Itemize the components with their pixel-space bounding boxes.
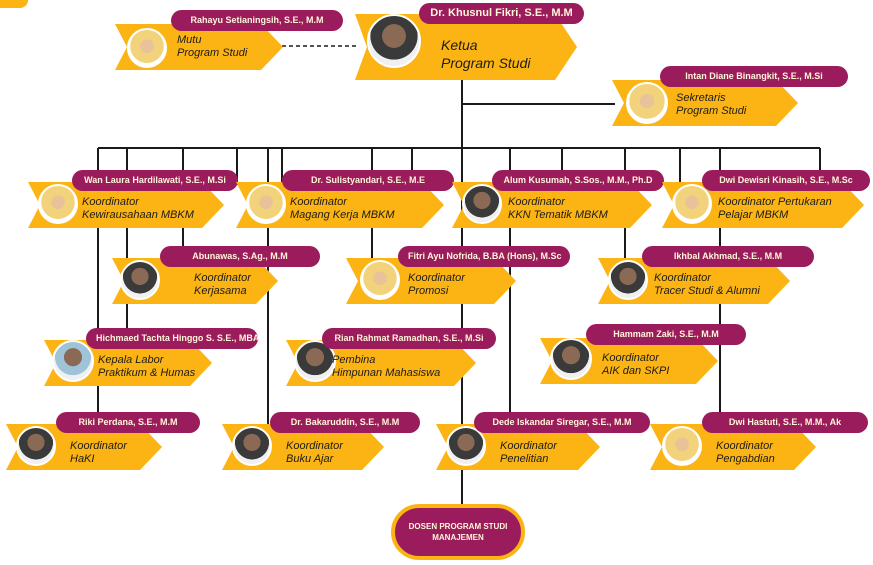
photo-promosi (360, 260, 400, 300)
photo-tracer (608, 260, 648, 300)
name-kerjasama: Abunawas, S.Ag., M.M (160, 246, 320, 267)
node-kkn: Alum Kusumah, S.Sos., M.M., Ph.D Koordin… (452, 170, 666, 232)
node-kewirausahaan: Wan Laura Hardilawati, S.E., M.Si Koordi… (28, 170, 240, 232)
photo-labor (52, 340, 94, 382)
photo-kerjasama (120, 260, 160, 300)
name-sekretaris: Intan Diane Binangkit, S.E., M.Si (660, 66, 848, 87)
node-pertukaran: Dwi Dewisri Kinasih, S.E., M.Sc Koordina… (662, 170, 872, 232)
name-magang: Dr. Sulistyandari, S.E., M.E (282, 170, 454, 191)
node-penelitian: Dede Iskandar Siregar, S.E., M.M Koordin… (436, 412, 652, 474)
photo-penelitian (446, 426, 486, 466)
name-mutu: Rahayu Setianingsih, S.E., M.M (171, 10, 343, 31)
name-bukuajar: Dr. Bakaruddin, S.E., M.M (270, 412, 420, 433)
name-pertukaran: Dwi Dewisri Kinasih, S.E., M.Sc (702, 170, 870, 191)
photo-kewirausahaan (38, 184, 78, 224)
name-promosi: Fitri Ayu Nofrida, B.BA (Hons), M.Sc (398, 246, 570, 267)
photo-haki (16, 426, 56, 466)
photo-sekretaris (626, 82, 668, 124)
photo-magang (246, 184, 286, 224)
name-aik: Hammam Zaki, S.E., M.M (586, 324, 746, 345)
photo-pengabdian (662, 426, 702, 466)
photo-kkn (462, 184, 502, 224)
photo-ketua (367, 14, 421, 68)
node-labor: Hichmaed Tachta Hinggo S. S.E., MBA Kepa… (44, 328, 259, 390)
photo-pertukaran (672, 184, 712, 224)
name-kewirausahaan: Wan Laura Hardilawati, S.E., M.Si (72, 170, 238, 191)
node-magang: Dr. Sulistyandari, S.E., M.E Koordinator… (236, 170, 456, 232)
name-labor: Hichmaed Tachta Hinggo S. S.E., MBA (86, 328, 259, 349)
name-kkn: Alum Kusumah, S.Sos., M.M., Ph.D (492, 170, 664, 191)
node-himpunan: Rian Rahmat Ramadhan, S.E., M.Si Pembina… (286, 328, 498, 390)
dosen-program-studi-badge: DOSEN PROGRAM STUDI MANAJEMEN (391, 504, 525, 560)
name-pengabdian: Dwi Hastuti, S.E., M.M., Ak (702, 412, 868, 433)
name-penelitian: Dede Iskandar Siregar, S.E., M.M (474, 412, 650, 433)
logo-corner (0, 0, 28, 8)
name-ketua: Dr. Khusnul Fikri, S.E., M.M (419, 3, 584, 24)
name-himpunan: Rian Rahmat Ramadhan, S.E., M.Si (322, 328, 496, 349)
node-sekretaris: Intan Diane Binangkit, S.E., M.Si Sekret… (612, 66, 850, 130)
node-promosi: Fitri Ayu Nofrida, B.BA (Hons), M.Sc Koo… (346, 246, 570, 308)
name-tracer: Ikhbal Akhmad, S.E., M.M (642, 246, 814, 267)
name-haki: Riki Perdana, S.E., M.M (56, 412, 200, 433)
photo-mutu (127, 28, 167, 68)
photo-bukuajar (232, 426, 272, 466)
photo-aik (550, 338, 592, 380)
